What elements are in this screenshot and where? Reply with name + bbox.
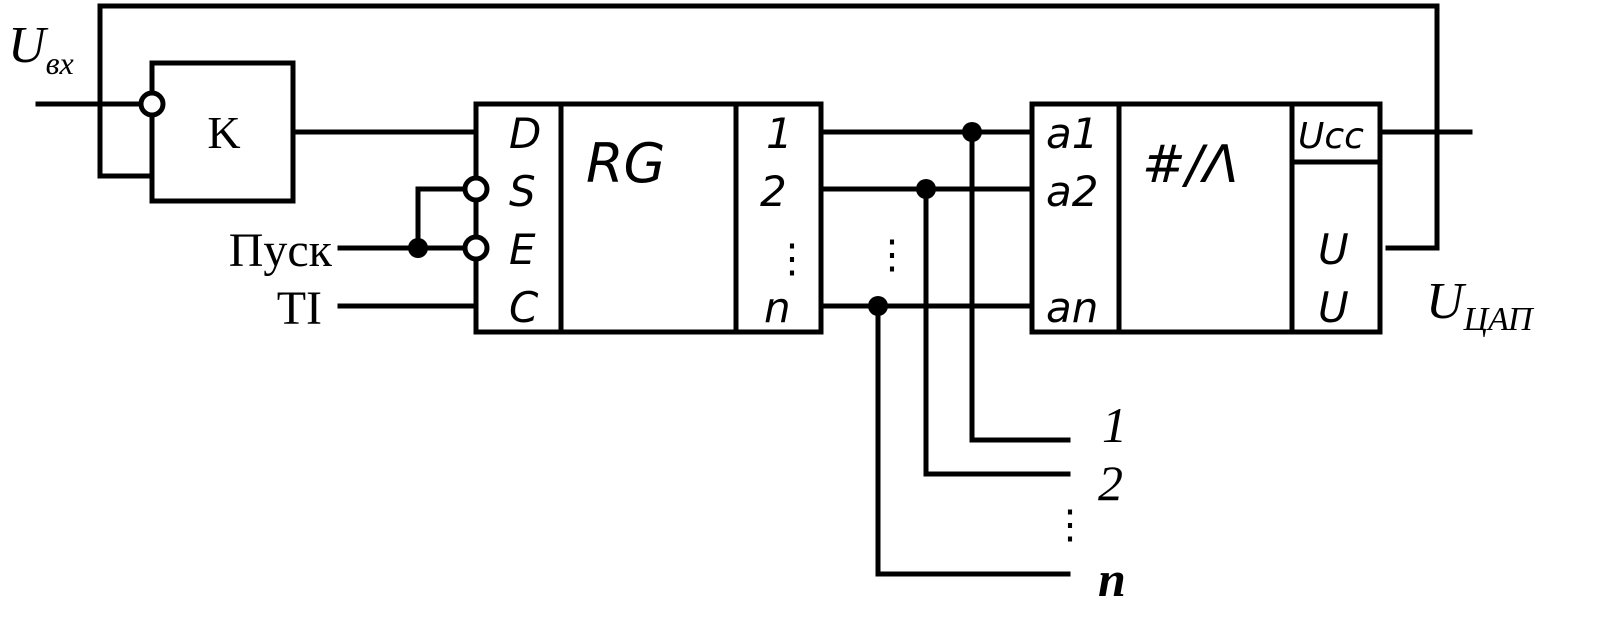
dac-pin-an: an: [1046, 283, 1098, 332]
register-name: RG: [586, 132, 665, 195]
input-label-main: U: [8, 17, 49, 74]
dac-output-label-main: U: [1426, 273, 1467, 330]
digital-output-label-n: n: [1098, 551, 1126, 607]
feedback-wire: [97, 3, 1440, 251]
dac-output-label-sub: ЦАП: [1463, 301, 1535, 338]
dac-pin-u-bottom: U: [1318, 283, 1349, 332]
comparator-inverting-input: [138, 90, 166, 118]
digital-output-wire-n: [875, 303, 1071, 577]
clock-label: TI: [277, 282, 322, 335]
bus-dots: ⋮: [872, 232, 912, 277]
register-box: [473, 101, 824, 335]
dac-pin-a2: a2: [1046, 167, 1098, 216]
digital-output-wire-2: [923, 186, 1071, 477]
dac-name: #/Λ: [1142, 135, 1239, 195]
digital-output-label-2: 2: [1098, 455, 1123, 511]
dac-pin-u-top: U: [1318, 225, 1349, 274]
input-label-sub: вх: [46, 45, 74, 81]
register-pin-out-n: n: [764, 283, 791, 332]
register-pin-out-dots: ⋮: [772, 236, 812, 281]
dac-output-label: UЦАП: [1426, 273, 1535, 338]
register-pin-e: E: [509, 225, 536, 274]
start-junction: [408, 238, 428, 258]
register-pin-out-1: 1: [766, 109, 793, 158]
digital-output-wire-1: [969, 129, 1071, 443]
register-s-inverted: [462, 175, 490, 203]
start-branch-wire: [415, 186, 467, 251]
register-pin-d: D: [509, 109, 541, 158]
dac-box: [1029, 101, 1383, 335]
register-e-inverted: [462, 234, 490, 262]
dac-pin-a1: a1: [1046, 109, 1098, 158]
digital-output-label-1: 1: [1102, 397, 1127, 453]
register-pin-c: C: [509, 283, 539, 332]
comparator-label: K: [207, 107, 240, 158]
register-pin-out-2: 2: [760, 167, 787, 216]
digital-output-label-dots: ⋮: [1050, 502, 1090, 547]
input-label: Uвх: [8, 17, 74, 81]
dac-pin-ucc: Ucc: [1298, 116, 1364, 157]
start-label: Пуск: [229, 224, 333, 277]
register-pin-s: S: [509, 167, 536, 216]
